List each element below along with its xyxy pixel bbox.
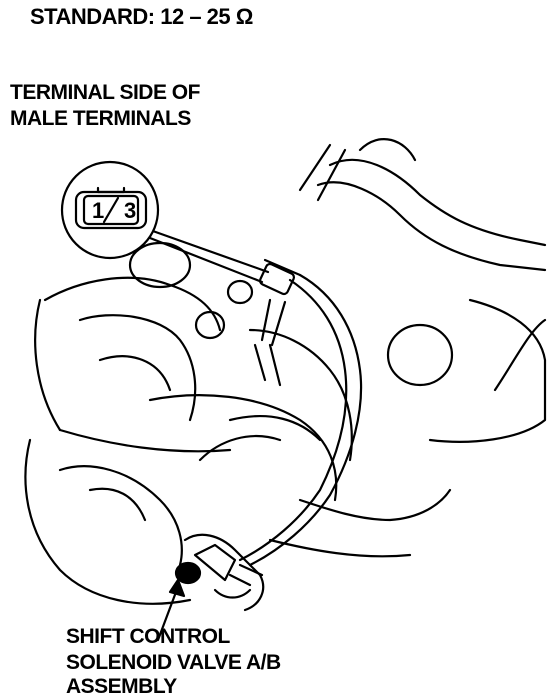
terminal-side-label-line2: MALE TERMINALS bbox=[10, 107, 191, 130]
leader-line bbox=[148, 228, 270, 274]
wire-harness bbox=[238, 278, 348, 562]
solenoid-body bbox=[183, 533, 265, 612]
upper-hose-2 bbox=[316, 181, 547, 272]
pointer-arrow bbox=[156, 590, 178, 642]
standard-resistance-label: STANDARD: 12 – 25 Ω bbox=[30, 4, 253, 29]
engine-block-top bbox=[43, 276, 222, 332]
connector-pin-1: 1 bbox=[92, 198, 104, 223]
terminal-side-label-line1: TERMINAL SIDE OF bbox=[10, 81, 200, 104]
upper-hose bbox=[328, 158, 547, 247]
part-label-line1: SHIFT CONTROL bbox=[66, 625, 230, 648]
part-label-line3: ASSEMBLY bbox=[66, 675, 177, 698]
arrow-head bbox=[168, 578, 186, 598]
connector-pin-3: 3 bbox=[124, 198, 136, 223]
wire-connector bbox=[258, 262, 296, 296]
part-label-line2: SOLENOID VALVE A/B bbox=[66, 651, 281, 674]
right-cover bbox=[428, 298, 547, 443]
round-boss bbox=[386, 323, 454, 387]
lower-housing bbox=[24, 438, 192, 605]
middle-housing bbox=[148, 394, 338, 502]
